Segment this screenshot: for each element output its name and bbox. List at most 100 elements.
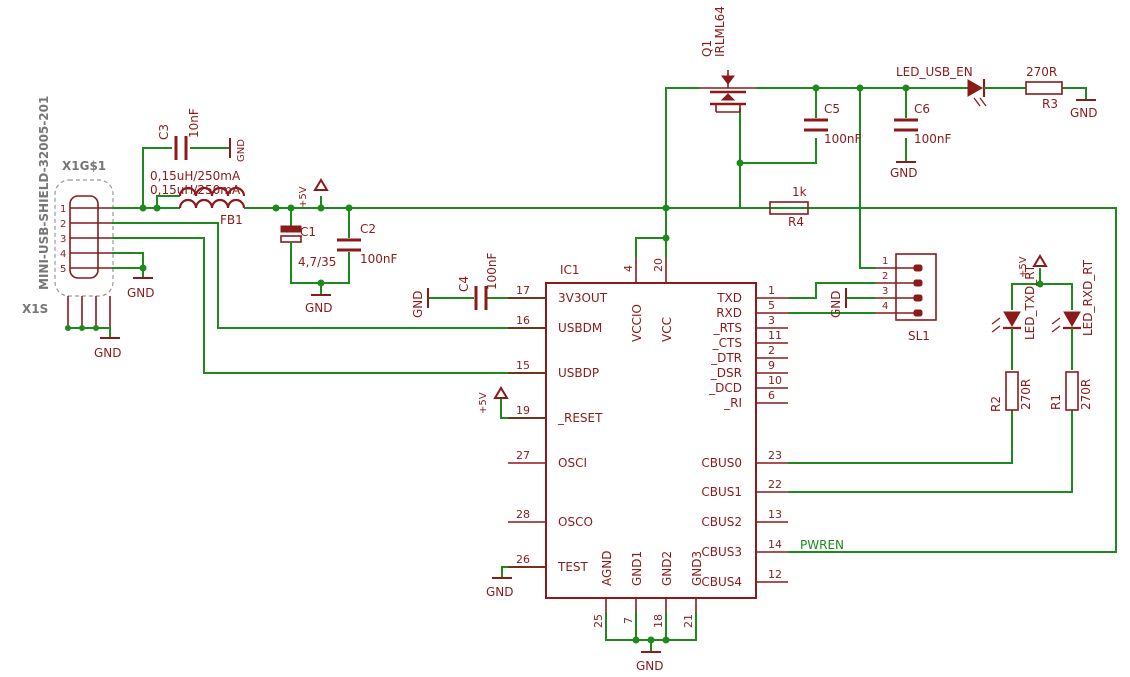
ic1-ft232: IC1 17 16 15 19 27 28 26 3V3OUT USBDM US…	[508, 258, 788, 628]
gnd-c3: GND	[229, 138, 247, 162]
led-rxd: LED_RXD_RT	[1051, 259, 1095, 336]
ic1-pin-cts: _CTS	[712, 336, 742, 350]
gnd-label-ic: GND	[636, 659, 664, 673]
ic1-pin-dsr: _DSR	[710, 366, 742, 380]
ic1-name: IC1	[560, 263, 580, 277]
ic1-pin-25-num: 25	[592, 614, 605, 628]
r1-name: R1	[1049, 394, 1063, 410]
r4-name: R4	[788, 215, 804, 229]
gnd-label-sl1: GND	[829, 290, 843, 318]
resistor-r4: 1k R4	[769, 185, 809, 229]
plus5v-label-2: +5V	[478, 392, 489, 414]
conn-pin-4: 4	[60, 249, 66, 260]
q1-value: IRLML64	[713, 6, 727, 57]
ic1-pin-23-num: 23	[768, 449, 782, 462]
plus5v-label-3: +5V	[1018, 256, 1029, 278]
ic1-pin-1-num: 1	[768, 284, 775, 297]
ic1-pin-cbus2: CBUS2	[701, 515, 742, 529]
ic1-pin-3-num: 3	[768, 314, 775, 327]
wires	[68, 87, 1117, 652]
capacitor-c5: C5 100nF	[804, 102, 862, 146]
c3-name: C3	[157, 124, 171, 140]
ic1-pin-28-num: 28	[516, 508, 530, 521]
junctions	[65, 84, 1044, 644]
ic1-pin-12-num: 12	[768, 568, 782, 581]
led-usb-name: LED_USB_EN	[896, 65, 973, 79]
r1-value: 270R	[1079, 379, 1093, 410]
mosfet-q1: Q1 IRLML64	[700, 6, 756, 113]
ic1-pin-11-num: 11	[768, 329, 782, 342]
ic1-pin-10-num: 10	[768, 374, 782, 387]
net-label-pwren: PWREN	[800, 538, 844, 552]
gnd-c4: GND	[411, 288, 429, 318]
ic1-pin-agnd: AGND	[600, 550, 614, 586]
c2-value: 100nF	[360, 252, 398, 266]
gnd-sl1: GND	[829, 288, 847, 318]
gnd-label-c3: GND	[236, 139, 247, 162]
gnd-label-c6: GND	[890, 166, 918, 180]
c3-value: 10nF	[187, 108, 201, 138]
ic1-pin-18-num: 18	[652, 614, 665, 628]
led-usb-en: LED_USB_EN	[896, 65, 990, 107]
led-rx-name: LED_RXD_RT	[1081, 259, 1095, 336]
gnd-c6: GND	[890, 161, 918, 180]
ic1-pin-rts: _RTS	[713, 321, 742, 335]
capacitor-c1: + C1 4,7/35	[280, 224, 336, 269]
r2-value: 270R	[1019, 379, 1033, 410]
conn-pin-3: 3	[60, 234, 66, 245]
c6-value: 100nF	[914, 132, 952, 146]
gnd-connector: GND	[127, 277, 155, 300]
c4-value: 100nF	[485, 252, 499, 290]
ic1-pin-gnd3: GND3	[690, 551, 704, 586]
conn-pin-2: 2	[60, 219, 66, 230]
ic1-pin-usbdm: USBDM	[558, 321, 602, 335]
c2-name: C2	[360, 222, 376, 236]
ic1-pin-test: TEST	[557, 560, 589, 574]
resistor-r1: R1 270R	[1049, 371, 1093, 411]
gnd-label-test: GND	[486, 585, 514, 599]
c1-name: C1	[300, 225, 316, 239]
ic1-pin-5-num: 5	[768, 299, 775, 312]
fb1-value-overlap: 0,15uH/250mA	[150, 183, 241, 197]
ic1-pin-9-num: 9	[768, 359, 775, 372]
r3-value: 270R	[1026, 65, 1057, 79]
ic1-pin-22-num: 22	[768, 478, 782, 491]
ic1-pin-cbus1: CBUS1	[701, 485, 742, 499]
connector-part: MINI-USB-SHIELD-32005-201	[37, 96, 51, 290]
ic1-pin-cbus3: CBUS3	[701, 545, 742, 559]
sl1-pin-4: 4	[882, 301, 888, 312]
ic1-pin-cbus4: CBUS4	[701, 575, 742, 589]
capacitor-c2: C2 100nF	[337, 222, 398, 266]
ic1-pin-3v3out: 3V3OUT	[558, 291, 608, 305]
ic1-pin-19-num: 19	[516, 404, 530, 417]
r2-name: R2	[989, 396, 1003, 412]
c5-name: C5	[824, 102, 840, 116]
svg-text:+: +	[282, 224, 290, 235]
ic1-pin-2-num: 2	[768, 344, 775, 357]
usb-connector: 1 2 3 4 5 X1G$1 MINI-USB-SHIELD-32005-20…	[22, 96, 114, 328]
ic1-pin-ri: _RI	[723, 396, 742, 410]
ic1-pin-dtr: _DTR	[710, 351, 742, 365]
gnd-label-r3: GND	[1070, 106, 1098, 120]
shield-name: X1S	[22, 302, 48, 316]
supply-5v-fb: +5V	[298, 178, 329, 208]
ic1-pin-vcc: VCC	[660, 317, 674, 342]
resistor-r2: R2 270R	[989, 371, 1033, 412]
c6-name: C6	[914, 102, 930, 116]
ic1-pin-4-num: 4	[622, 265, 635, 272]
sl1-pin-2: 2	[882, 271, 888, 282]
c5-value: 100nF	[824, 132, 862, 146]
r4-value: 1k	[792, 185, 807, 199]
gnd-label-c1: GND	[305, 301, 333, 315]
ic1-pin-vccio: VCCIO	[630, 304, 644, 342]
ferrite-bead-fb1: 0,15uH/250mA 0,15uH/250mA FB1	[150, 169, 276, 227]
gnd-shield: GND	[94, 337, 122, 360]
header-sl1: 1 2 3 4 SL1	[876, 253, 937, 343]
c1-value: 4,7/35	[298, 255, 336, 269]
ic1-pin-27-num: 27	[516, 449, 530, 462]
gnd-c1c2: GND	[305, 294, 333, 315]
gnd-test: GND	[486, 577, 514, 599]
q1-name: Q1	[700, 40, 714, 57]
fb1-value: 0,15uH/250mA	[150, 169, 241, 183]
ic1-pin-rxd: RXD	[716, 306, 742, 320]
